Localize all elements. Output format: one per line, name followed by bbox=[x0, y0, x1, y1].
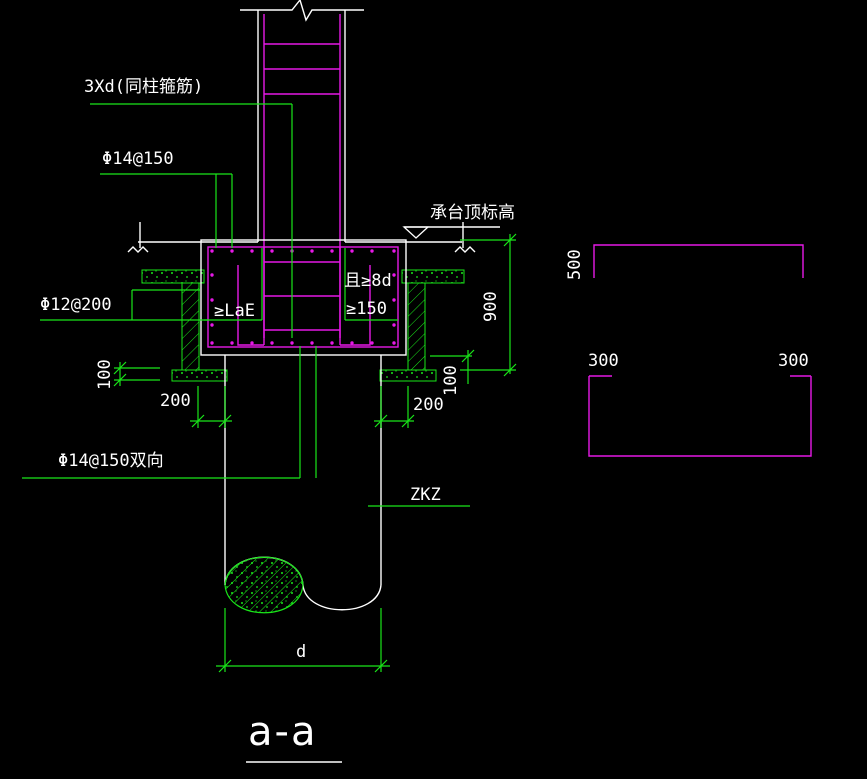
anchor-lae-label: ≥LaE bbox=[214, 301, 255, 321]
bottom-bar-label: Φ14@150双向 bbox=[58, 451, 164, 471]
section-title: a-a bbox=[246, 709, 342, 763]
dim-offset-right: 200 bbox=[413, 395, 444, 415]
dimension-lines bbox=[113, 233, 517, 673]
diameter-label: d bbox=[296, 642, 306, 662]
anchor-150-label: ≥150 bbox=[346, 299, 387, 319]
dim-detail-left: 300 bbox=[588, 351, 619, 371]
slab-left bbox=[141, 269, 205, 284]
side-detail bbox=[588, 244, 812, 457]
cap-top-elevation-marker: 承台顶标高 bbox=[402, 203, 515, 239]
dim-cap-height: 900 bbox=[481, 291, 501, 322]
dim-offset-left: 200 bbox=[160, 391, 191, 411]
pile-cap bbox=[200, 239, 407, 356]
slab-right bbox=[401, 269, 465, 284]
pile-label: ZKZ bbox=[410, 485, 441, 505]
cushion-right bbox=[379, 369, 437, 382]
slab-bar-label: Φ12@200 bbox=[40, 295, 112, 315]
dim-detail-right: 300 bbox=[778, 351, 809, 371]
dim-cushion-right: 100 bbox=[441, 365, 461, 396]
leader-lines bbox=[22, 103, 470, 507]
dim-detail-height: 500 bbox=[565, 249, 585, 280]
pile bbox=[224, 355, 382, 614]
side-wall-right bbox=[407, 282, 426, 371]
ground-line bbox=[127, 222, 476, 253]
cushion-left bbox=[171, 369, 228, 382]
top-bar-label: Φ14@150 bbox=[102, 149, 174, 169]
column-stirrup-label: 3Xd(同柱箍筋) bbox=[84, 77, 203, 97]
section-title-text: a-a bbox=[248, 709, 317, 755]
cap-top-elevation-label: 承台顶标高 bbox=[430, 203, 515, 223]
dim-cushion-left: 100 bbox=[95, 359, 115, 390]
side-wall-left bbox=[181, 282, 200, 371]
anchor-8d-label: 且≥8d bbox=[344, 271, 392, 291]
